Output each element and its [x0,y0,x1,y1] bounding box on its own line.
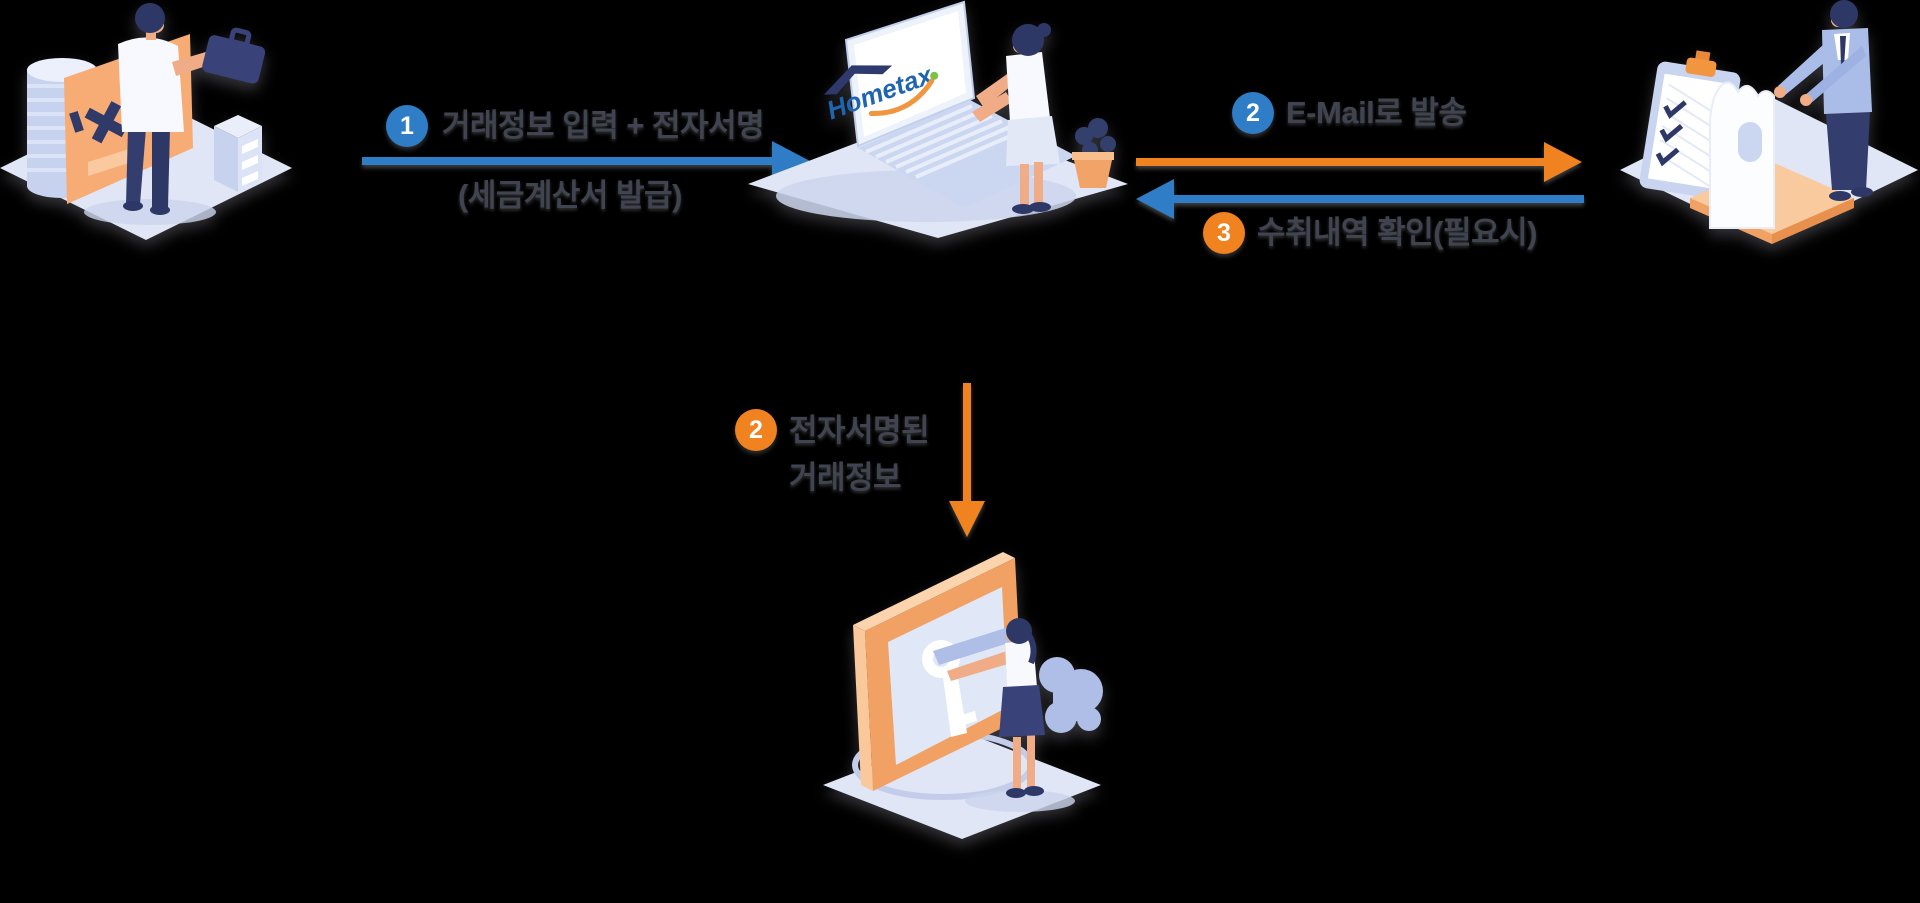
step2-report-badge: 2 [735,409,777,451]
drawer-cabinet-icon [214,115,262,192]
briefcase-icon [202,27,266,84]
step2-report-label-line2: 거래정보 [789,460,902,495]
checkmark-icon [1659,124,1684,143]
step3-label: 수취내역 확인(필요시) [1257,215,1537,250]
step1-arrow-right-icon [362,141,810,181]
step2-report-label-line1: 전자서명된 [789,413,930,448]
operator-figure [972,23,1060,214]
cloud-icon [1039,657,1103,733]
seller-figure [84,3,266,225]
step3-arrow-left-icon [1136,179,1584,219]
seller-illustration [0,3,292,240]
green-dot-icon [930,71,939,80]
step2-report-badge-number: 2 [749,415,763,444]
clerk-figure [947,618,1075,812]
receipt-paper-icon [1709,81,1775,229]
roof-icon [823,65,893,95]
step2-label: E-Mail로 발송 [1286,95,1467,130]
step2-report-label: 전자서명된 거래정보 [789,407,930,501]
checkmark-icon [1663,100,1687,119]
step3-badge-number: 3 [1217,218,1231,247]
plant-icon [1072,118,1116,188]
step2-report-arrow-down-icon [949,383,985,537]
step2-badge: 2 [1232,92,1274,134]
step1-badge-number: 1 [400,111,414,140]
buyer-illustration [1620,0,1918,244]
step1-label: 거래정보 입력 + 전자서명 [442,108,765,143]
step1-badge: 1 [386,105,428,147]
checkmark-icon [1655,147,1680,167]
step3-badge: 3 [1203,212,1245,254]
step2-badge-number: 2 [1246,98,1260,127]
swoosh-icon [868,78,935,117]
board-illustration [823,552,1103,839]
step1-sublabel: (세금계산서 발급) [458,178,682,213]
step2-arrow-right-icon [1136,142,1582,182]
pointer-bar-icon [933,625,1021,665]
hometax-illustration: Hometax [748,0,1128,238]
buyer-figure [1774,0,1873,201]
